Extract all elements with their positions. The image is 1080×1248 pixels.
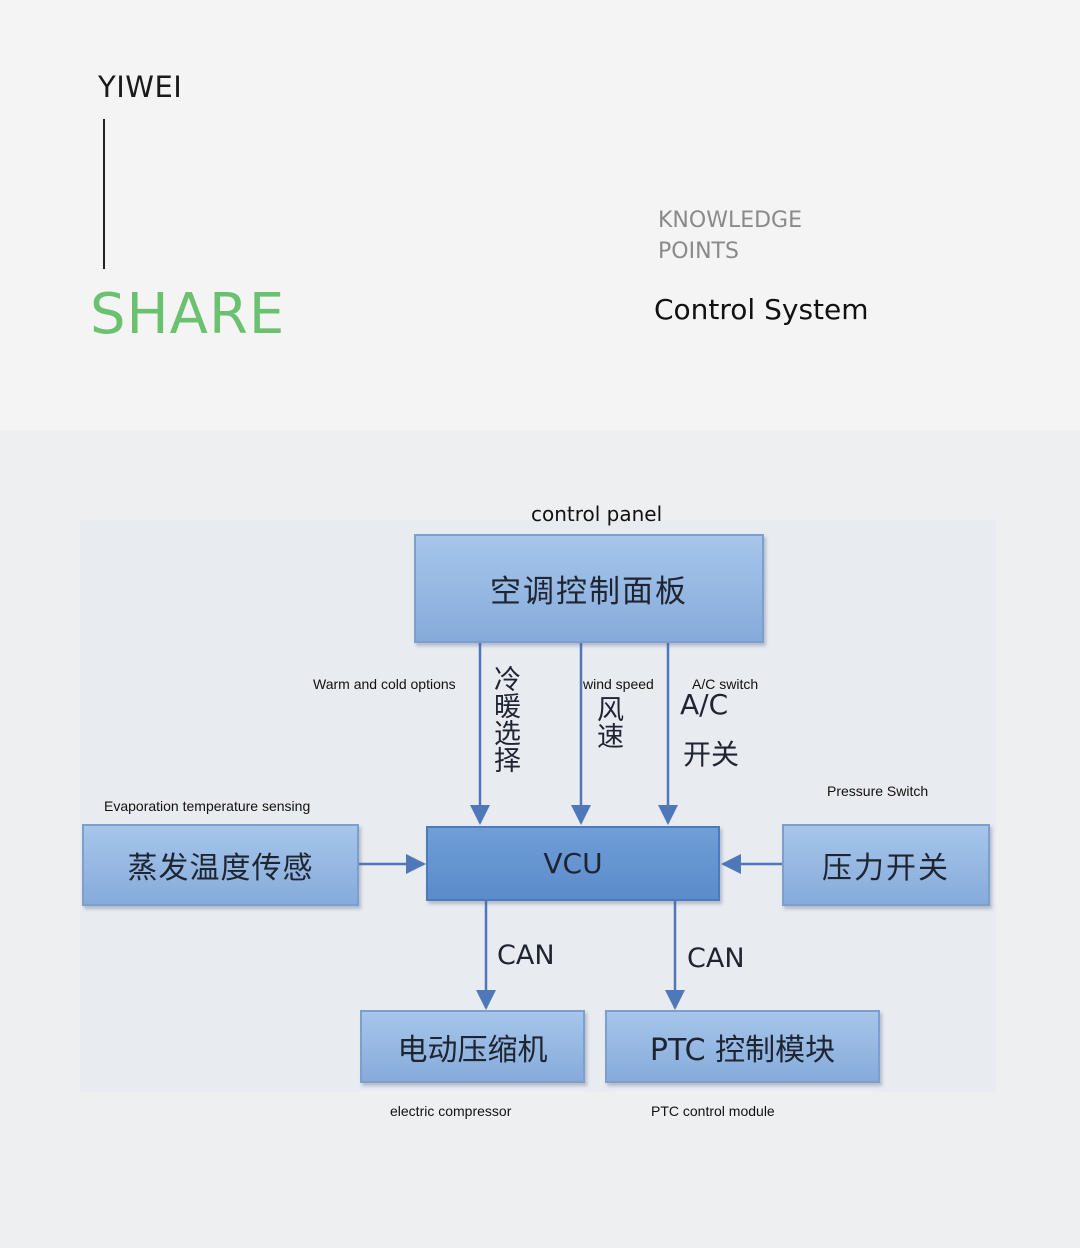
- evap-sensing-box: 蒸发温度传感: [82, 824, 359, 906]
- knowledge-line-1: KNOWLEDGE: [658, 208, 802, 233]
- share-title: SHARE: [90, 282, 286, 347]
- can-label-left: CAN: [497, 940, 555, 971]
- control-panel-box: 空调控制面板: [414, 534, 764, 643]
- link-label-switch: 开关: [683, 738, 740, 771]
- knowledge-points-label: KNOWLEDGE POINTS: [658, 205, 802, 267]
- caption-warm-cold: Warm and cold options: [313, 676, 456, 692]
- ptc-module-box: PTC 控制模块: [605, 1010, 880, 1083]
- caption-wind-speed: wind speed: [583, 676, 654, 692]
- vcu-box: VCU: [426, 826, 720, 901]
- pressure-switch-box: 压力开关: [782, 824, 990, 906]
- caption-compressor: electric compressor: [390, 1103, 512, 1119]
- topic-title: Control System: [654, 293, 869, 326]
- caption-evap-sensing: Evaporation temperature sensing: [104, 798, 311, 814]
- caption-control-panel: control panel: [531, 502, 663, 526]
- knowledge-line-2: POINTS: [658, 239, 739, 264]
- link-label-warm-cold: 冷暖选择: [489, 665, 520, 773]
- header-section: YIWEI SHARE KNOWLEDGE POINTS Control Sys…: [0, 0, 1080, 430]
- brand-name: YIWEI: [98, 70, 183, 104]
- caption-ac-switch: A/C switch: [692, 676, 759, 692]
- caption-pressure-switch: Pressure Switch: [827, 783, 929, 799]
- caption-ptc-module: PTC control module: [651, 1103, 775, 1119]
- link-label-ac: A/C: [680, 688, 729, 721]
- link-label-wind-speed: 风速: [592, 695, 623, 749]
- compressor-box: 电动压缩机: [360, 1010, 585, 1083]
- can-label-right: CAN: [687, 943, 745, 974]
- divider-line: [103, 119, 105, 269]
